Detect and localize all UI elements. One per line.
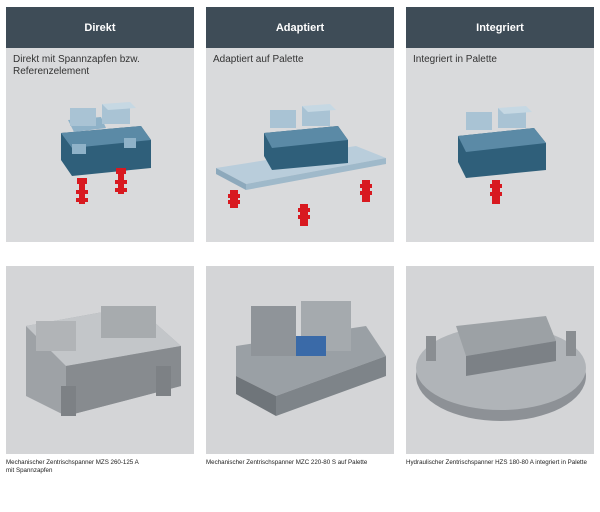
diagram-panel: Integriert in Palette <box>406 48 594 242</box>
vise-photo-illustration <box>406 266 594 454</box>
description-line: Direkt mit Spannzapfen bzw. <box>13 54 140 65</box>
description-line: Integriert in Palette <box>413 54 497 65</box>
panel-description: Direkt mit Spannzapfen bzw. Referenzelem… <box>13 54 189 78</box>
photo-caption: Hydraulischer Zentrischspanner HZS 180-8… <box>406 459 594 467</box>
photo-caption: Mechanischer Zentrischspanner MZC 220-80… <box>206 459 394 467</box>
column-header: Integriert <box>406 7 594 48</box>
vise-photo-illustration <box>6 266 194 454</box>
caption-line: Mechanischer Zentrischspanner MZC 220-80… <box>206 459 368 466</box>
panel-description: Adaptiert auf Palette <box>213 54 389 66</box>
caption-line: Mechanischer Zentrischspanner MZS 260-12… <box>6 459 139 466</box>
vise-on-pallet-illustration <box>216 104 386 226</box>
caption-line: mit Spannzapfen <box>6 467 53 474</box>
photo-caption: Mechanischer Zentrischspanner MZS 260-12… <box>6 459 194 475</box>
diagram-panel: Adaptiert auf Palette <box>206 48 394 242</box>
description-line: Adaptiert auf Palette <box>213 54 304 65</box>
product-photo <box>6 266 194 454</box>
product-photo <box>206 266 394 454</box>
panel-description: Integriert in Palette <box>413 54 589 66</box>
vise-integrated-illustration <box>458 106 546 204</box>
caption-line: Hydraulischer Zentrischspanner HZS 180-8… <box>406 459 587 466</box>
vise-direct-illustration <box>61 102 151 204</box>
vise-photo-illustration <box>206 266 394 454</box>
column-header: Adaptiert <box>206 7 394 48</box>
product-photo <box>406 266 594 454</box>
column-header: Direkt <box>6 7 194 48</box>
diagram-panel: Direkt mit Spannzapfen bzw. Referenzelem… <box>6 48 194 242</box>
description-line: Referenzelement <box>13 66 90 77</box>
